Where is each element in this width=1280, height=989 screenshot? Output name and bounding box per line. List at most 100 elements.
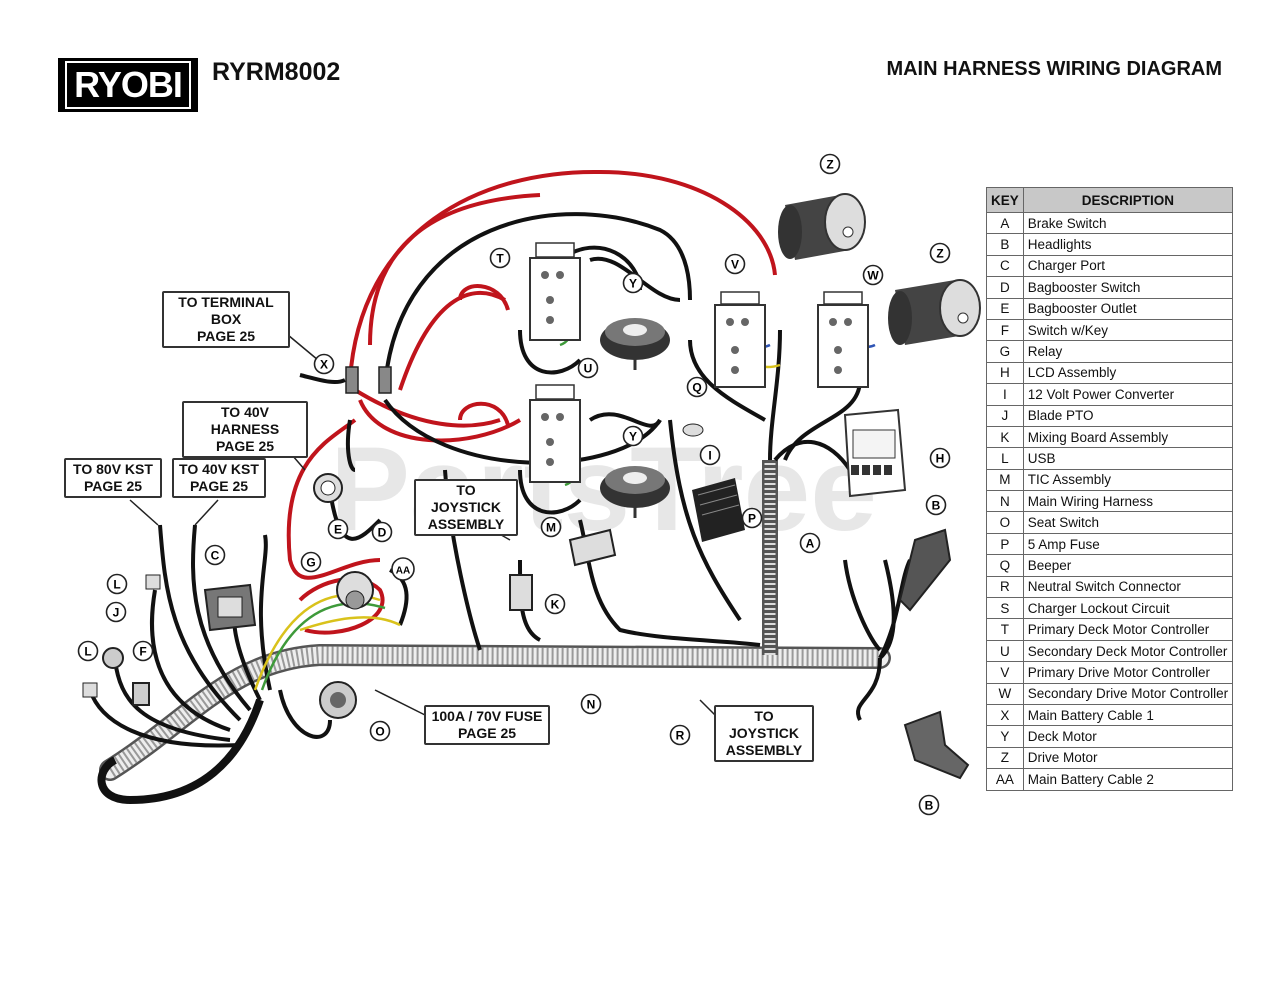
marker-q: Q	[686, 376, 708, 398]
marker-label: E	[334, 523, 342, 537]
drive-motor-2	[888, 279, 981, 345]
legend-key: Q	[986, 554, 1024, 577]
marker-z: Z	[819, 153, 841, 175]
legend-key: P	[986, 532, 1024, 556]
marker-g: G	[300, 551, 322, 573]
headlight-2	[903, 710, 970, 780]
legend-key: E	[986, 297, 1024, 320]
legend-desc: Secondary Drive Motor Controller	[1022, 682, 1234, 705]
marker-label: K	[551, 598, 560, 612]
marker-n: N	[580, 693, 602, 715]
legend-desc: Primary Drive Motor Controller	[1022, 661, 1234, 684]
legend-desc: Primary Deck Motor Controller	[1022, 618, 1234, 641]
legend-key: N	[986, 490, 1024, 513]
marker-w: W	[862, 264, 884, 286]
marker-a: A	[799, 532, 821, 554]
marker-label: M	[546, 521, 556, 535]
marker-label: W	[867, 269, 879, 283]
marker-x: X	[313, 353, 335, 375]
legend-desc: Charger Lockout Circuit	[1022, 597, 1234, 620]
marker-l: L	[77, 640, 99, 662]
ryobi-logo: RYOBI	[58, 58, 198, 112]
legend-desc: 12 Volt Power Converter	[1022, 383, 1234, 406]
legend-key: K	[986, 425, 1024, 449]
legend-key: G	[986, 340, 1024, 363]
marker-c: C	[204, 544, 226, 566]
headlight-1	[898, 528, 952, 612]
marker-label: X	[320, 358, 328, 372]
diagram-title: MAIN HARNESS WIRING DIAGRAM	[886, 58, 1222, 80]
marker-m: M	[540, 516, 562, 538]
marker-label: B	[925, 799, 934, 813]
legend-desc: Bagbooster Switch	[1022, 276, 1234, 299]
legend-desc: Blade PTO	[1022, 404, 1234, 427]
legend-key: R	[986, 575, 1024, 599]
marker-label: Z	[936, 247, 943, 261]
legend-desc: Mixing Board Assembly	[1022, 425, 1234, 449]
legend-key: B	[986, 233, 1024, 256]
marker-b: B	[925, 494, 947, 516]
deck-motor-2	[600, 466, 670, 518]
model-number: RYRM8002	[212, 58, 341, 86]
legend-desc: Beeper	[1022, 554, 1234, 577]
legend-key: F	[986, 318, 1024, 342]
controller-primary-deck	[529, 242, 581, 341]
marker-t: T	[489, 247, 511, 269]
marker-j: J	[105, 601, 127, 623]
legend-desc: LCD Assembly	[1022, 361, 1234, 385]
marker-label: T	[496, 252, 504, 266]
legend-key: C	[986, 254, 1024, 278]
marker-i: I	[699, 444, 721, 466]
relay	[336, 571, 374, 610]
marker-label: R	[676, 729, 685, 743]
legend-desc: Headlights	[1022, 233, 1234, 256]
marker-l: L	[106, 573, 128, 595]
marker-y: Y	[622, 272, 644, 294]
marker-label: B	[932, 499, 941, 513]
marker-b: B	[918, 794, 940, 816]
legend-key: AA	[986, 768, 1024, 791]
marker-label: V	[731, 258, 739, 272]
battery-cable-sleeves	[345, 366, 392, 394]
legend-desc: Seat Switch	[1022, 511, 1234, 534]
mixing-board	[509, 574, 533, 611]
marker-label: D	[378, 526, 387, 540]
legend-key: U	[986, 639, 1024, 663]
legend-desc: Switch w/Key	[1022, 318, 1234, 342]
marker-label: P	[748, 512, 756, 526]
legend-desc: USB	[1022, 447, 1234, 470]
deck-motor-1	[600, 318, 670, 370]
marker-label: F	[139, 645, 146, 659]
marker-label: I	[708, 449, 711, 463]
tic-assembly	[568, 528, 617, 567]
legend-key-header: KEY	[986, 187, 1024, 213]
marker-label: N	[587, 698, 596, 712]
legend-desc: Main Battery Cable 1	[1022, 703, 1234, 727]
legend-key: D	[986, 276, 1024, 299]
legend-key: A	[986, 211, 1024, 235]
legend-desc: Main Battery Cable 2	[1022, 768, 1234, 791]
marker-label: J	[113, 606, 120, 620]
legend-desc: Charger Port	[1022, 254, 1234, 278]
